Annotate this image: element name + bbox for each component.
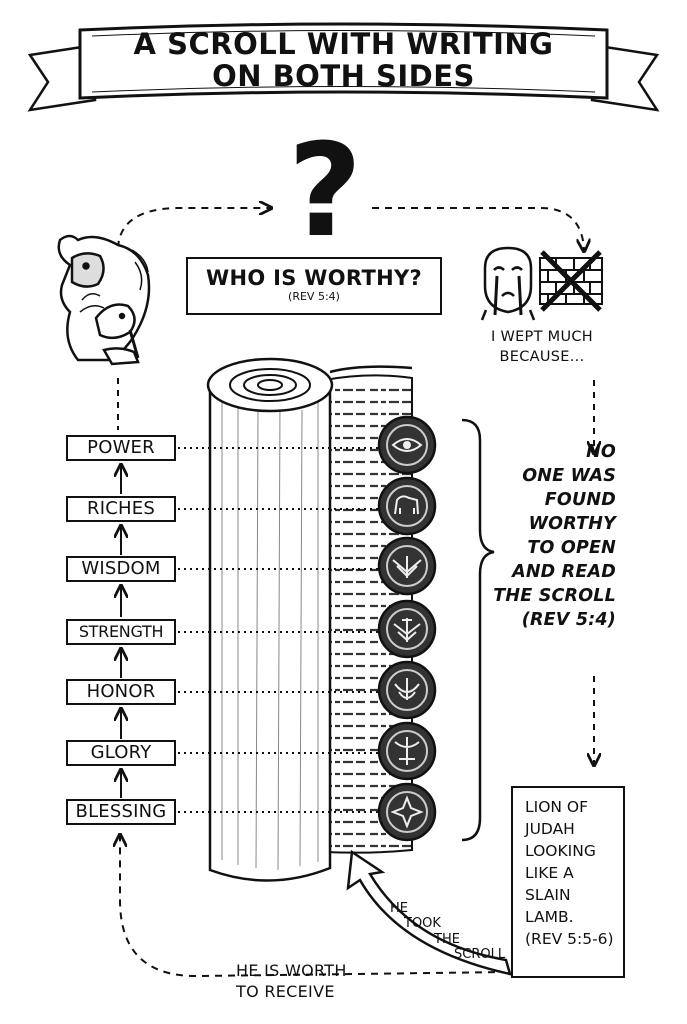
crossed-out-wall-icon <box>539 250 603 312</box>
eagle-seal-icon <box>377 536 437 596</box>
lion-box-line: SLAIN <box>525 886 571 904</box>
no-one-line: FOUND <box>544 490 616 510</box>
lotus-seal-icon <box>377 660 437 720</box>
lion-box-line: LAMB. <box>525 908 574 926</box>
no-one-line: WORTHY <box>528 514 616 534</box>
attribute-honor: HONOR <box>66 679 176 705</box>
lion-box-line: LIKE A <box>525 864 574 882</box>
lion-of-judah-box: LION OF JUDAH LOOKING LIKE A SLAIN LAMB.… <box>511 786 625 978</box>
wept-line-2: BECAUSE... <box>499 349 585 365</box>
title-banner <box>27 22 660 112</box>
curly-brace <box>461 418 495 842</box>
receive-line-1: HE IS WORTH <box>236 961 347 980</box>
arrow-question-to-wept <box>372 207 584 250</box>
weeping-face-icon <box>480 246 536 321</box>
double-eagle-seal-icon <box>377 599 437 659</box>
sword-seal-icon <box>377 721 437 781</box>
no-one-line: AND READ <box>512 562 616 582</box>
no-one-line: ONE WAS <box>522 466 616 486</box>
receive-line-2: TO RECEIVE <box>236 982 335 1001</box>
page-title: A SCROLL WITH WRITING ON BOTH SIDES <box>120 28 567 92</box>
receive-text: HE IS WORTH TO RECEIVE <box>236 960 347 1002</box>
title-line-1: A SCROLL WITH WRITING <box>133 27 554 61</box>
attribute-riches: RICHES <box>66 496 176 522</box>
wept-text: I WEPT MUCH BECAUSE... <box>462 327 622 367</box>
took-scroll-arrow <box>346 849 512 976</box>
took-word-scroll: SCROLL <box>454 947 506 962</box>
no-one-line: (REV 5:4) <box>521 610 616 630</box>
question-mark: ? <box>287 117 363 266</box>
no-one-worthy-text: NO ONE WAS FOUND WORTHY TO OPEN AND READ… <box>476 440 616 632</box>
eye-seal-icon <box>377 415 437 475</box>
who-is-worthy-label: WHO IS WORTHY? <box>206 266 422 290</box>
took-word-he: HE <box>390 901 408 916</box>
arrow-receive-return <box>120 836 509 978</box>
lion-box-line: LOOKING <box>525 842 596 860</box>
star-seal-icon <box>377 782 437 842</box>
attribute-wisdom: WISDOM <box>66 556 176 582</box>
attribute-glory: GLORY <box>66 740 176 766</box>
took-word-took: TOOK <box>404 916 441 931</box>
no-one-line: NO <box>586 442 616 462</box>
lion-and-lamb-icon <box>57 234 151 366</box>
wept-line-1: I WEPT MUCH <box>490 329 594 345</box>
took-word-the: THE <box>434 932 460 947</box>
no-one-line: TO OPEN <box>527 538 616 558</box>
scroll-illustration <box>206 357 413 882</box>
arrow-lion-to-question <box>117 208 270 249</box>
no-one-line: THE SCROLL <box>493 586 616 606</box>
attribute-connector-lines <box>178 447 380 813</box>
lion-box-line: LION OF <box>525 798 589 816</box>
lion-box-line: (REV 5:5-6) <box>525 930 614 948</box>
lion-box-line: JUDAH <box>525 820 575 838</box>
attribute-strength: STRENGTH <box>66 619 176 645</box>
who-is-worthy-ref: (REV 5:4) <box>288 290 340 303</box>
lion-seal-icon <box>377 476 437 536</box>
attribute-blessing: BLESSING <box>66 799 176 825</box>
title-line-2: ON BOTH SIDES <box>212 59 475 93</box>
who-is-worthy-box: WHO IS WORTHY? (REV 5:4) <box>186 257 442 315</box>
attribute-power: POWER <box>66 435 176 461</box>
